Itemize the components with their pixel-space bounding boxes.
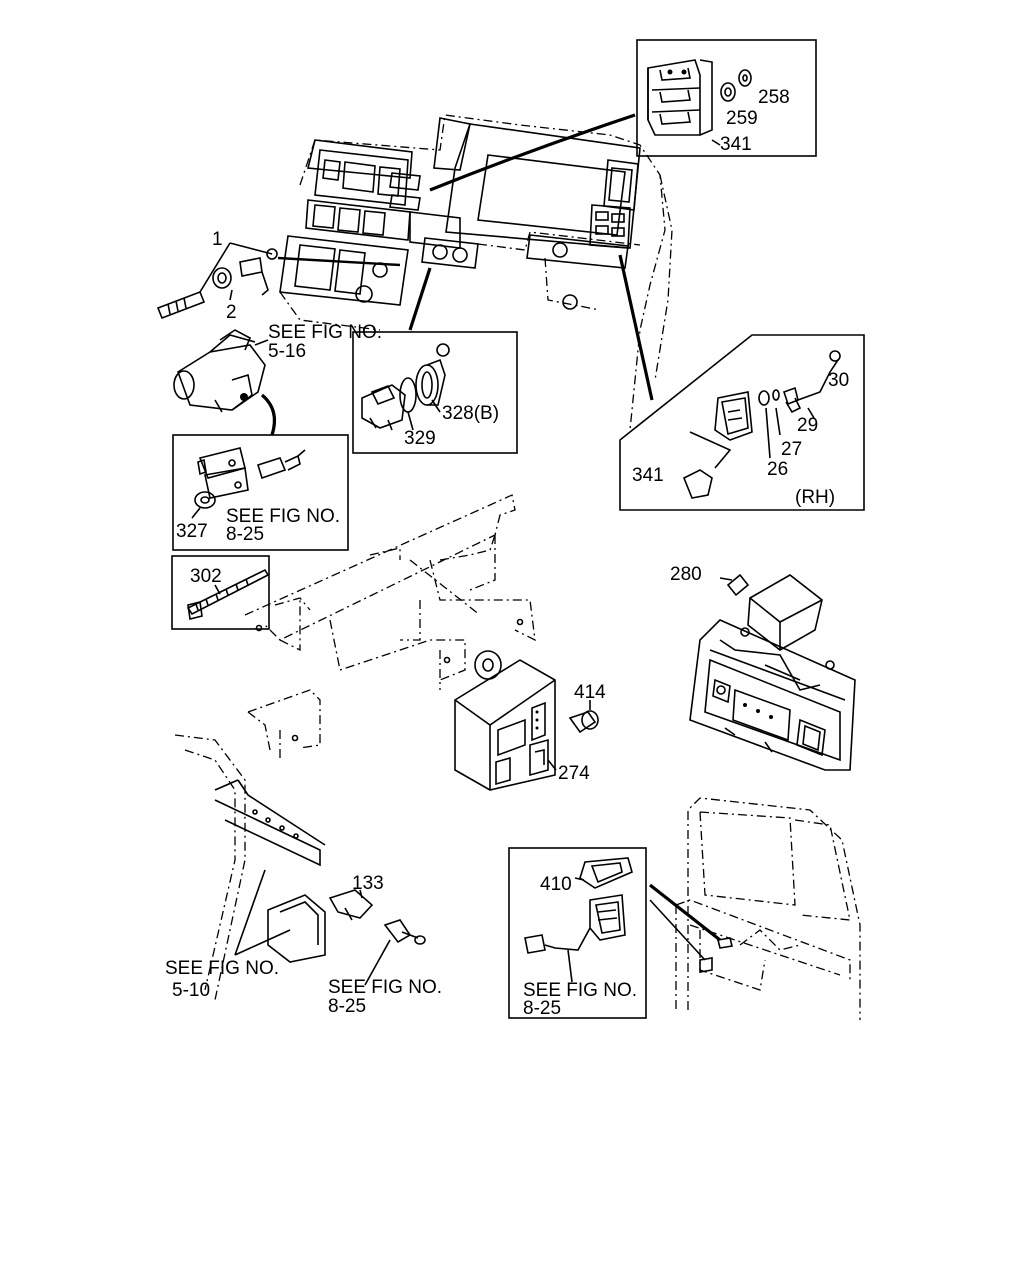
see-fig-label-c: SEE FIG NO. [165,958,279,979]
see-fig-label-e: SEE FIG NO. [523,980,637,1001]
switch-box-inset: 258 259 341 [636,39,817,157]
label-410: 410 [540,874,572,895]
label-133: 133 [352,873,384,894]
leader-to-switch-box [429,113,636,192]
control-panel: 280 [670,564,856,771]
see-fig-label-b: SEE FIG NO. [226,506,340,527]
rh-switch-inset: 30 29 27 26 341 (RH) [619,334,865,511]
leader-to-lighter [408,267,432,331]
label-27: 27 [781,439,802,460]
see-fig-8-25-e: 8-25 [523,998,561,1019]
see-fig-5-16: 5-16 [268,341,306,362]
lighter-socket-inset: 328(B) 329 [352,331,518,454]
see-fig-label-d: SEE FIG NO. [328,977,442,998]
label-327: 327 [176,521,208,542]
label-258: 258 [758,87,790,108]
label-329: 329 [404,428,436,449]
door-drawing [649,797,861,1020]
label-341-top: 341 [720,134,752,155]
label-2: 2 [226,302,237,323]
bulb-assembly: 1 2 [156,229,401,323]
label-280: 280 [670,564,702,585]
label-328b: 328(B) [442,403,499,424]
dashboard-drawing [279,114,673,431]
frame-bracket [244,494,536,760]
label-274: 274 [558,763,590,784]
see-fig-5-10: 5-10 [172,980,210,1001]
label-302: 302 [190,566,222,587]
label-26: 26 [767,459,788,480]
label-rh: (RH) [795,487,835,508]
label-30: 30 [828,370,849,391]
bracket-box-inset: 327 SEE FIG NO. 8-25 [172,434,349,551]
actuator-motor: SEE FIG NO. 5-16 [173,322,382,413]
leader-to-rh-switch [618,254,654,401]
pillar-assembly: 133 SEE FIG NO. 5-10 SEE FIG NO. 8-25 [165,734,442,1017]
label-341-rh: 341 [632,465,664,486]
label-29: 29 [797,415,818,436]
label-1: 1 [212,229,223,250]
control-unit: 414 274 [454,650,606,791]
see-fig-8-25-d: 8-25 [328,996,366,1017]
label-414: 414 [574,682,606,703]
see-fig-8-25-b: 8-25 [226,524,264,545]
window-switch-inset: 410 SEE FIG NO. 8-25 [508,847,647,1019]
leader-to-actuator [260,393,276,436]
label-259: 259 [726,108,758,129]
cable-tie-inset: 302 [171,555,270,630]
